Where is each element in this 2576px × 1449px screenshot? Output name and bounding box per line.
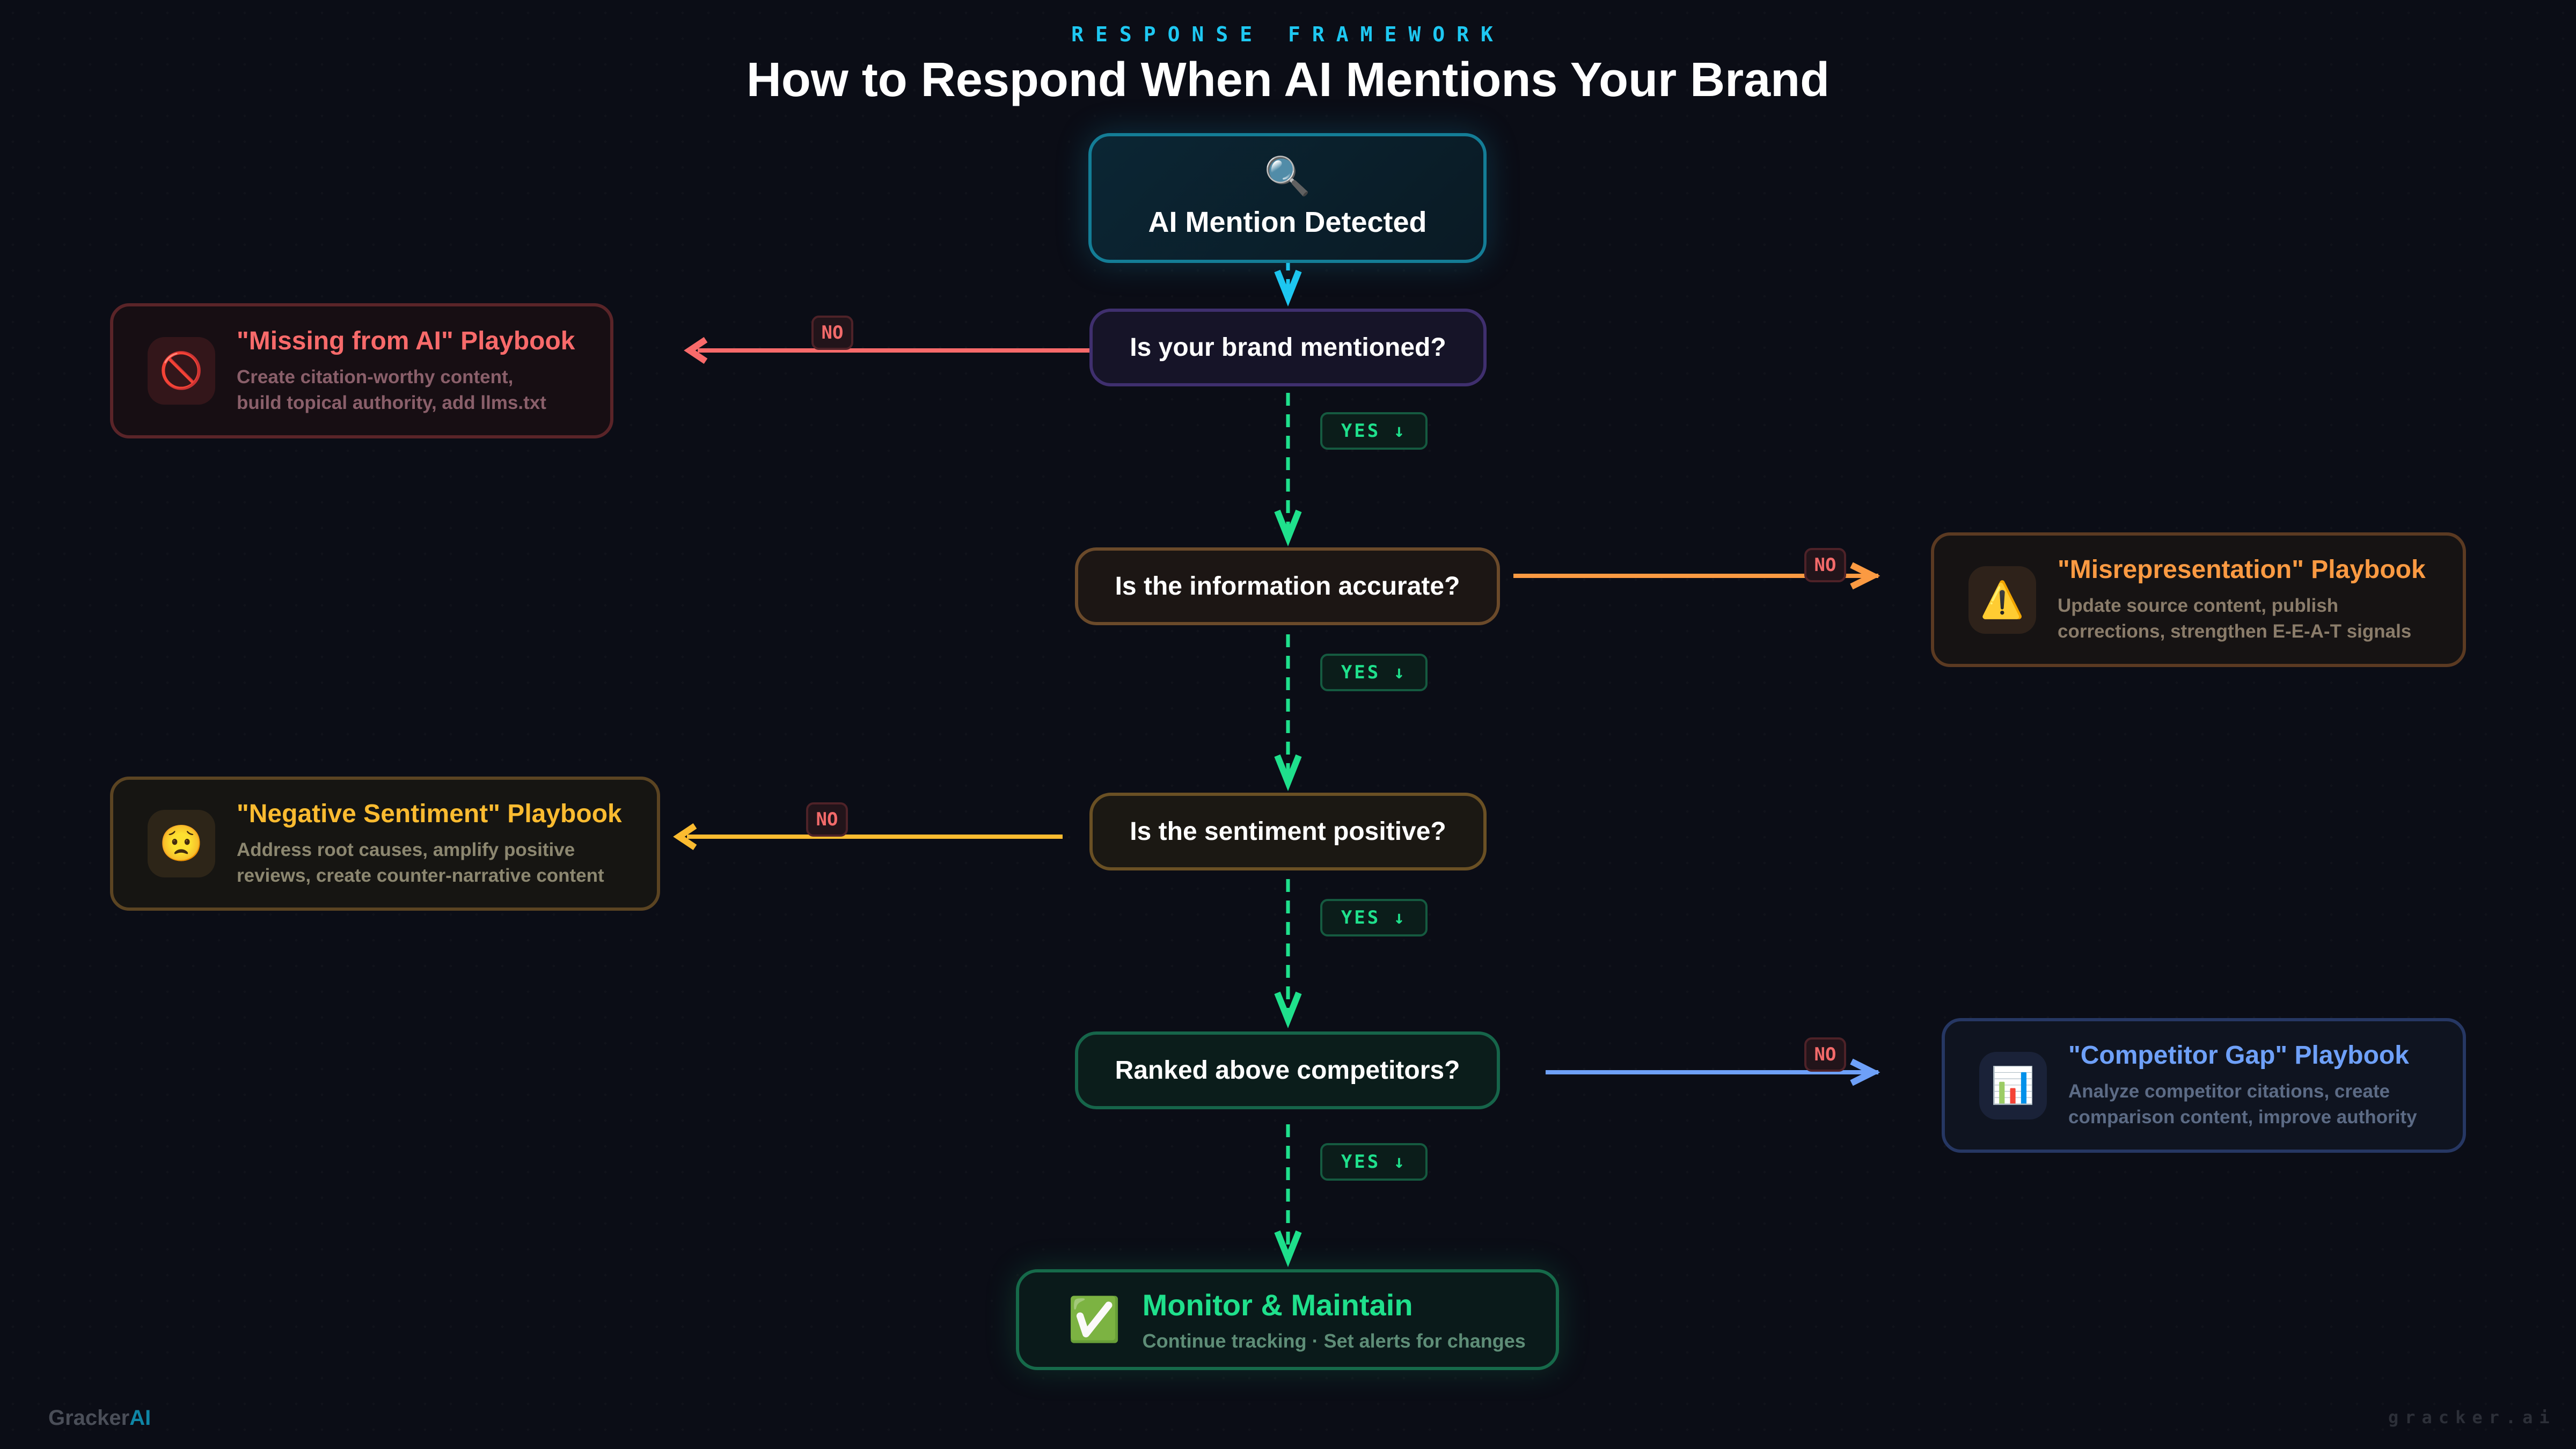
arrowhead-q3-no bbox=[673, 823, 697, 850]
playbook-description-line: corrections, strengthen E-E-A-T signals bbox=[2058, 621, 2412, 642]
no-badge-q1: NO bbox=[811, 316, 853, 350]
arrowhead-q2-no bbox=[1850, 562, 1880, 590]
check-mark-icon: ✅ bbox=[1067, 1296, 1121, 1343]
playbook-misrepresentation: ⚠️ "Misrepresentation" Playbook Update s… bbox=[1931, 532, 2466, 667]
end-node-subtitle: Continue tracking · Set alerts for chang… bbox=[1142, 1329, 1526, 1352]
prohibited-icon: 🚫 bbox=[148, 337, 215, 405]
brand-url: gracker.ai bbox=[2388, 1407, 2556, 1428]
arrowhead-q1-to-q2 bbox=[1274, 509, 1302, 547]
decision-label: Ranked above competitors? bbox=[1115, 1056, 1460, 1085]
warning-icon: ⚠️ bbox=[1968, 566, 2036, 634]
playbook-competitor-gap: 📊 "Competitor Gap" Playbook Analyze comp… bbox=[1942, 1018, 2466, 1153]
playbook-description-line: Create citation-worthy content, bbox=[237, 366, 514, 387]
worried-face-icon: 😟 bbox=[148, 810, 215, 877]
decision-info-accurate: Is the information accurate? bbox=[1075, 547, 1500, 625]
brand-accent: AI bbox=[129, 1406, 151, 1430]
decision-ranked-above-competitors: Ranked above competitors? bbox=[1075, 1031, 1500, 1109]
playbook-title: "Competitor Gap" Playbook bbox=[2068, 1041, 2409, 1070]
playbook-description-line: Analyze competitor citations, create bbox=[2068, 1081, 2390, 1102]
arrowhead-start-to-q1 bbox=[1274, 269, 1302, 307]
playbook-description-line: reviews, create counter-narrative conten… bbox=[237, 865, 604, 886]
playbook-title: "Missing from AI" Playbook bbox=[237, 326, 575, 355]
playbook-description-line: Update source content, publish bbox=[2058, 595, 2339, 616]
decision-sentiment-positive: Is the sentiment positive? bbox=[1089, 793, 1487, 870]
start-node-label: AI Mention Detected bbox=[1148, 206, 1427, 238]
arrowhead-q1-no bbox=[684, 337, 708, 364]
playbook-description: Analyze competitor citations, create com… bbox=[2068, 1079, 2417, 1130]
end-node-title: Monitor & Maintain bbox=[1142, 1287, 1413, 1322]
yes-badge-q2: YES ↓ bbox=[1320, 654, 1428, 691]
playbook-title: "Misrepresentation" Playbook bbox=[2058, 555, 2426, 584]
yes-badge-q3: YES ↓ bbox=[1320, 899, 1428, 936]
playbook-description-line: build topical authority, add llms.txt bbox=[237, 392, 546, 413]
yes-badge-q1: YES ↓ bbox=[1320, 412, 1428, 450]
playbook-description: Create citation-worthy content, build to… bbox=[237, 364, 575, 416]
bar-chart-icon: 📊 bbox=[1979, 1051, 2047, 1119]
playbook-description-line: Address root causes, amplify positive bbox=[237, 839, 575, 860]
start-node: 🔍 AI Mention Detected bbox=[1088, 133, 1487, 263]
playbook-description: Address root causes, amplify positive re… bbox=[237, 837, 622, 889]
page-title: How to Respond When AI Mentions Your Bra… bbox=[746, 53, 1830, 107]
playbook-description: Update source content, publish correctio… bbox=[2058, 593, 2426, 645]
brand-logo: GrackerAI bbox=[48, 1406, 151, 1430]
playbook-title: "Negative Sentiment" Playbook bbox=[237, 799, 622, 828]
decision-label: Is the sentiment positive? bbox=[1130, 817, 1446, 846]
decision-label: Is your brand mentioned? bbox=[1130, 333, 1446, 362]
arrowhead-q3-to-q4 bbox=[1274, 991, 1302, 1029]
arrowhead-q4-no bbox=[1850, 1058, 1880, 1086]
brand-name: Gracker bbox=[48, 1406, 130, 1430]
playbook-missing-from-ai: 🚫 "Missing from AI" Playbook Create cita… bbox=[110, 303, 613, 438]
no-badge-q2: NO bbox=[1804, 548, 1846, 582]
playbook-description-line: comparison content, improve authority bbox=[2068, 1107, 2417, 1128]
no-badge-q4: NO bbox=[1804, 1037, 1846, 1072]
playbook-negative-sentiment: 😟 "Negative Sentiment" Playbook Address … bbox=[110, 777, 660, 911]
end-node-monitor-maintain: ✅ Monitor & Maintain Continue tracking ·… bbox=[1016, 1269, 1559, 1370]
arrowhead-q2-to-q3 bbox=[1274, 754, 1302, 792]
section-kicker: RESPONSE FRAMEWORK bbox=[1071, 23, 1505, 46]
arrowhead-q4-to-end bbox=[1274, 1230, 1302, 1268]
decision-brand-mentioned: Is your brand mentioned? bbox=[1089, 309, 1487, 386]
decision-label: Is the information accurate? bbox=[1115, 572, 1460, 601]
yes-badge-q4: YES ↓ bbox=[1320, 1143, 1428, 1181]
magnifying-glass-icon: 🔍 bbox=[1264, 155, 1311, 197]
no-badge-q3: NO bbox=[806, 802, 848, 837]
